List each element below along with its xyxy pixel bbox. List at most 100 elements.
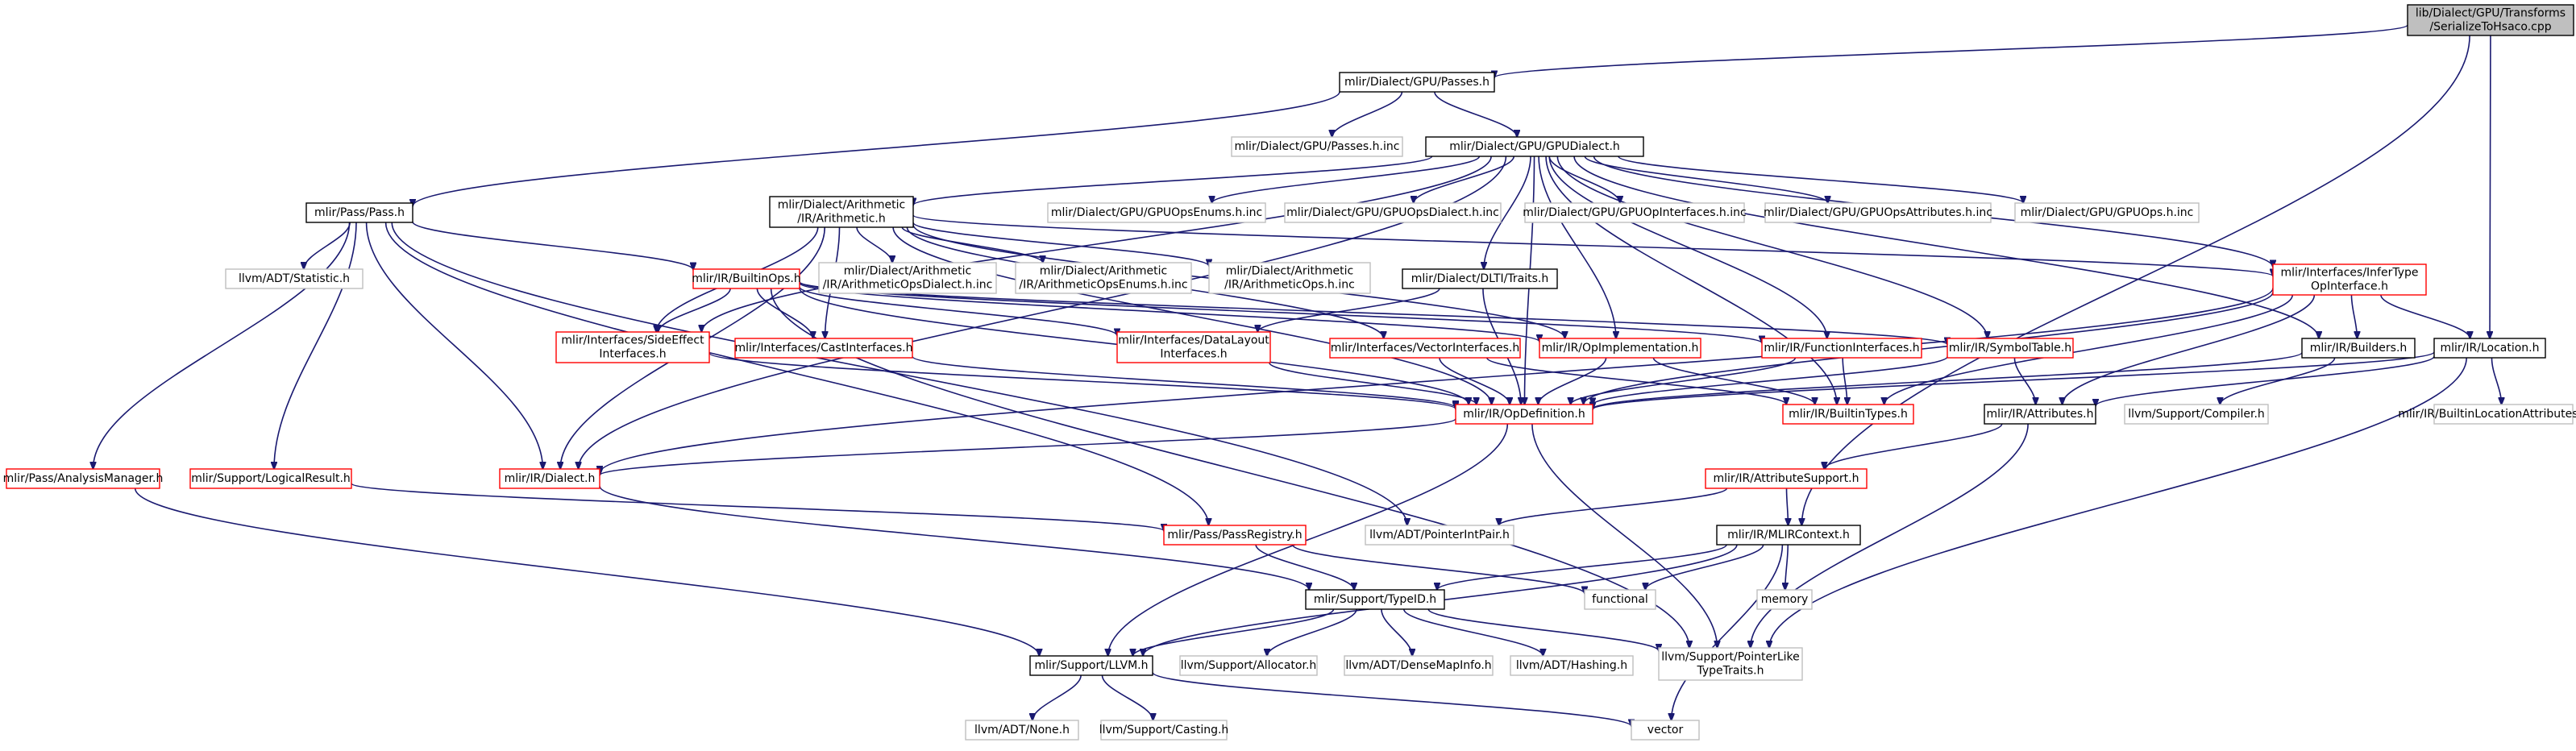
- node-symboltable-label-line-0: mlir/IR/SymbolTable.h: [1949, 342, 2071, 355]
- node-gpuopinterfaces-label-line-0: mlir/Dialect/GPU/GPUOpInterfaces.h.inc: [1523, 206, 1746, 219]
- node-memory-label-line-0: memory: [1761, 593, 1809, 606]
- node-attributes-label-line-0: mlir/IR/Attributes.h: [1987, 408, 2094, 421]
- node-symboltable[interactable]: mlir/IR/SymbolTable.h: [1947, 338, 2074, 359]
- edge-pass-to-builtinops: [412, 221, 693, 269]
- edge-arith-to-infertype: [912, 214, 2273, 276]
- node-pass-box: [305, 202, 413, 223]
- node-passes_inc-box: [1231, 136, 1403, 157]
- edge-gpudialect-to-gpuopsenums: [1212, 156, 1481, 203]
- node-compiler-box: [2124, 404, 2269, 425]
- node-pass-label-line-0: mlir/Pass/Pass.h: [314, 206, 405, 219]
- node-pointerlike-label-line-0: llvm/Support/PointerLike: [1661, 651, 1800, 664]
- node-gpuopsenums: mlir/Dialect/GPU/GPUOpsEnums.h.inc: [1047, 202, 1266, 223]
- node-builders[interactable]: mlir/IR/Builders.h: [2301, 338, 2416, 359]
- edge-pass-to-statistic: [304, 222, 351, 269]
- node-datalayout-box: [1116, 331, 1271, 363]
- edge-functioninterfaces-to-opdefinition: [1571, 357, 1797, 405]
- edge-pass-to-passregistry: [384, 222, 1209, 525]
- node-gpuopsdialect-box: [1284, 202, 1502, 223]
- node-passes[interactable]: mlir/Dialect/GPU/Passes.h: [1339, 72, 1495, 93]
- node-arith[interactable]: mlir/Dialect/Arithmetic/IR/Arithmetic.h: [769, 196, 914, 228]
- node-arithdialect-label-line-1: /IR/ArithmeticOpsDialect.h.inc: [823, 279, 993, 292]
- node-serialize-label-line-0: lib/Dialect/GPU/Transforms: [2416, 7, 2566, 20]
- node-logicalresult[interactable]: mlir/Support/LogicalResult.h: [189, 468, 352, 489]
- edge-gpudialect-to-gpuopsattributes: [1584, 156, 1827, 203]
- edge-infertype-to-dialect: [600, 288, 2274, 474]
- node-builders-box: [2301, 338, 2416, 359]
- node-gpuopinterfaces: mlir/Dialect/GPU/GPUOpInterfaces.h.inc: [1523, 202, 1747, 223]
- edge-gpudialect-to-dlti: [1484, 156, 1531, 269]
- edge-logicalresult-to-passregistry: [351, 483, 1164, 531]
- edge-mlircontext-to-functional: [1645, 544, 1764, 590]
- node-builtintypes[interactable]: mlir/IR/BuiltinTypes.h: [1782, 404, 1914, 425]
- node-pass[interactable]: mlir/Pass/Pass.h: [305, 202, 413, 223]
- node-gpuopsdialect: mlir/Dialect/GPU/GPUOpsDialect.h.inc: [1284, 202, 1502, 223]
- edge-infertype-to-builders: [2350, 294, 2357, 338]
- node-arith-box: [769, 196, 914, 228]
- node-passregistry[interactable]: mlir/Pass/PassRegistry.h: [1163, 525, 1307, 546]
- node-gpuopsattributes-box: [1764, 202, 1992, 223]
- node-castinterfaces[interactable]: mlir/Interfaces/CastInterfaces.h: [734, 338, 913, 359]
- edge-castinterfaces-to-opdefinition: [912, 355, 1456, 408]
- node-allocator-box: [1179, 655, 1318, 676]
- node-attributesupport[interactable]: mlir/IR/AttributeSupport.h: [1705, 468, 1868, 489]
- node-densemapinfo: llvm/ADT/DenseMapInfo.h: [1344, 655, 1494, 676]
- node-functional-box: [1584, 589, 1656, 610]
- node-dlti[interactable]: mlir/Dialect/DLTI/Traits.h: [1402, 268, 1558, 289]
- node-vectorinterfaces[interactable]: mlir/Interfaces/VectorInterfaces.h: [1329, 338, 1521, 359]
- node-typeid[interactable]: mlir/Support/TypeID.h: [1305, 589, 1445, 610]
- edge-arith-to-arithdialect: [856, 226, 892, 263]
- edge-typeid-to-densemapinfo: [1381, 608, 1412, 656]
- node-location[interactable]: mlir/IR/Location.h: [2433, 338, 2546, 359]
- edge-arith-to-arithenums: [901, 226, 1042, 263]
- node-dlti-label-line-0: mlir/Dialect/DLTI/Traits.h: [1411, 272, 1548, 285]
- node-gpuopsenums-box: [1047, 202, 1266, 223]
- edge-builtinops-to-castinterfaces: [756, 288, 812, 338]
- node-arithenums-label-line-0: mlir/Dialect/Arithmetic: [1040, 265, 1167, 278]
- node-dialect[interactable]: mlir/IR/Dialect.h: [499, 468, 600, 489]
- node-functioninterfaces[interactable]: mlir/IR/FunctionInterfaces.h: [1761, 338, 1922, 359]
- edge-attributes-to-pointerlike: [1751, 423, 2029, 648]
- edge-mlircontext-to-memory: [1785, 544, 1789, 590]
- node-mlircontext-box: [1716, 525, 1861, 546]
- node-sideeffect-label-line-0: mlir/Interfaces/SideEffect: [561, 334, 704, 347]
- node-passes-box: [1339, 72, 1495, 93]
- edge-builtinops-to-datalayout: [799, 286, 1117, 335]
- node-vectorinterfaces-label-line-0: mlir/Interfaces/VectorInterfaces.h: [1331, 342, 1520, 355]
- node-mlircontext-label-line-0: mlir/IR/MLIRContext.h: [1727, 529, 1850, 541]
- edge-opimplementation-to-opdefinition: [1538, 357, 1607, 405]
- node-llvmh[interactable]: mlir/Support/LLVM.h: [1029, 655, 1153, 676]
- node-attributesupport-label-line-0: mlir/IR/AttributeSupport.h: [1714, 472, 1859, 485]
- edge-location-to-pointerlike: [1769, 357, 2467, 648]
- node-opdefinition[interactable]: mlir/IR/OpDefinition.h: [1455, 404, 1593, 425]
- node-casting-label-line-0: llvm/Support/Casting.h: [1099, 724, 1229, 736]
- node-builtintypes-box: [1782, 404, 1914, 425]
- edge-serialize-to-location: [2490, 35, 2491, 338]
- node-opimplementation[interactable]: mlir/IR/OpImplementation.h: [1539, 338, 1701, 359]
- edge-infertype-to-location: [2380, 294, 2470, 338]
- node-analysismanager[interactable]: mlir/Pass/AnalysisManager.h: [3, 468, 164, 489]
- node-logicalresult-box: [189, 468, 352, 489]
- edge-passes-to-gpudialect: [1434, 91, 1517, 137]
- node-builtinops[interactable]: mlir/IR/BuiltinOps.h: [692, 268, 801, 289]
- node-pointerintpair: llvm/ADT/PointerIntPair.h: [1365, 525, 1514, 546]
- node-arithenums-label-line-1: /IR/ArithmeticOpsEnums.h.inc: [1019, 279, 1187, 292]
- node-infertype-label-line-1: OpInterface.h: [2311, 280, 2388, 293]
- edge-llvmh-to-vector: [1152, 671, 1631, 727]
- edge-attributesupport-to-mlircontext: [1787, 488, 1789, 525]
- edge-infertype-to-builtintypes: [1884, 294, 2294, 405]
- node-gpudialect[interactable]: mlir/Dialect/GPU/GPUDialect.h: [1425, 136, 1644, 157]
- edge-gpudialect-to-builders: [1573, 156, 2319, 338]
- edge-gpudialect-to-gpuopinterfaces: [1548, 156, 1620, 203]
- node-functioninterfaces-label-line-0: mlir/IR/FunctionInterfaces.h: [1764, 342, 1919, 355]
- edge-pass-to-logicalresult: [274, 222, 357, 469]
- node-attributes[interactable]: mlir/IR/Attributes.h: [1984, 404, 2096, 425]
- node-compiler-label-line-0: llvm/Support/Compiler.h: [2128, 408, 2265, 421]
- edge-location-to-builtinlocattrs: [2491, 357, 2501, 405]
- node-mlircontext[interactable]: mlir/IR/MLIRContext.h: [1716, 525, 1861, 546]
- node-serialize[interactable]: lib/Dialect/GPU/Transforms/SerializeToHs…: [2407, 4, 2574, 36]
